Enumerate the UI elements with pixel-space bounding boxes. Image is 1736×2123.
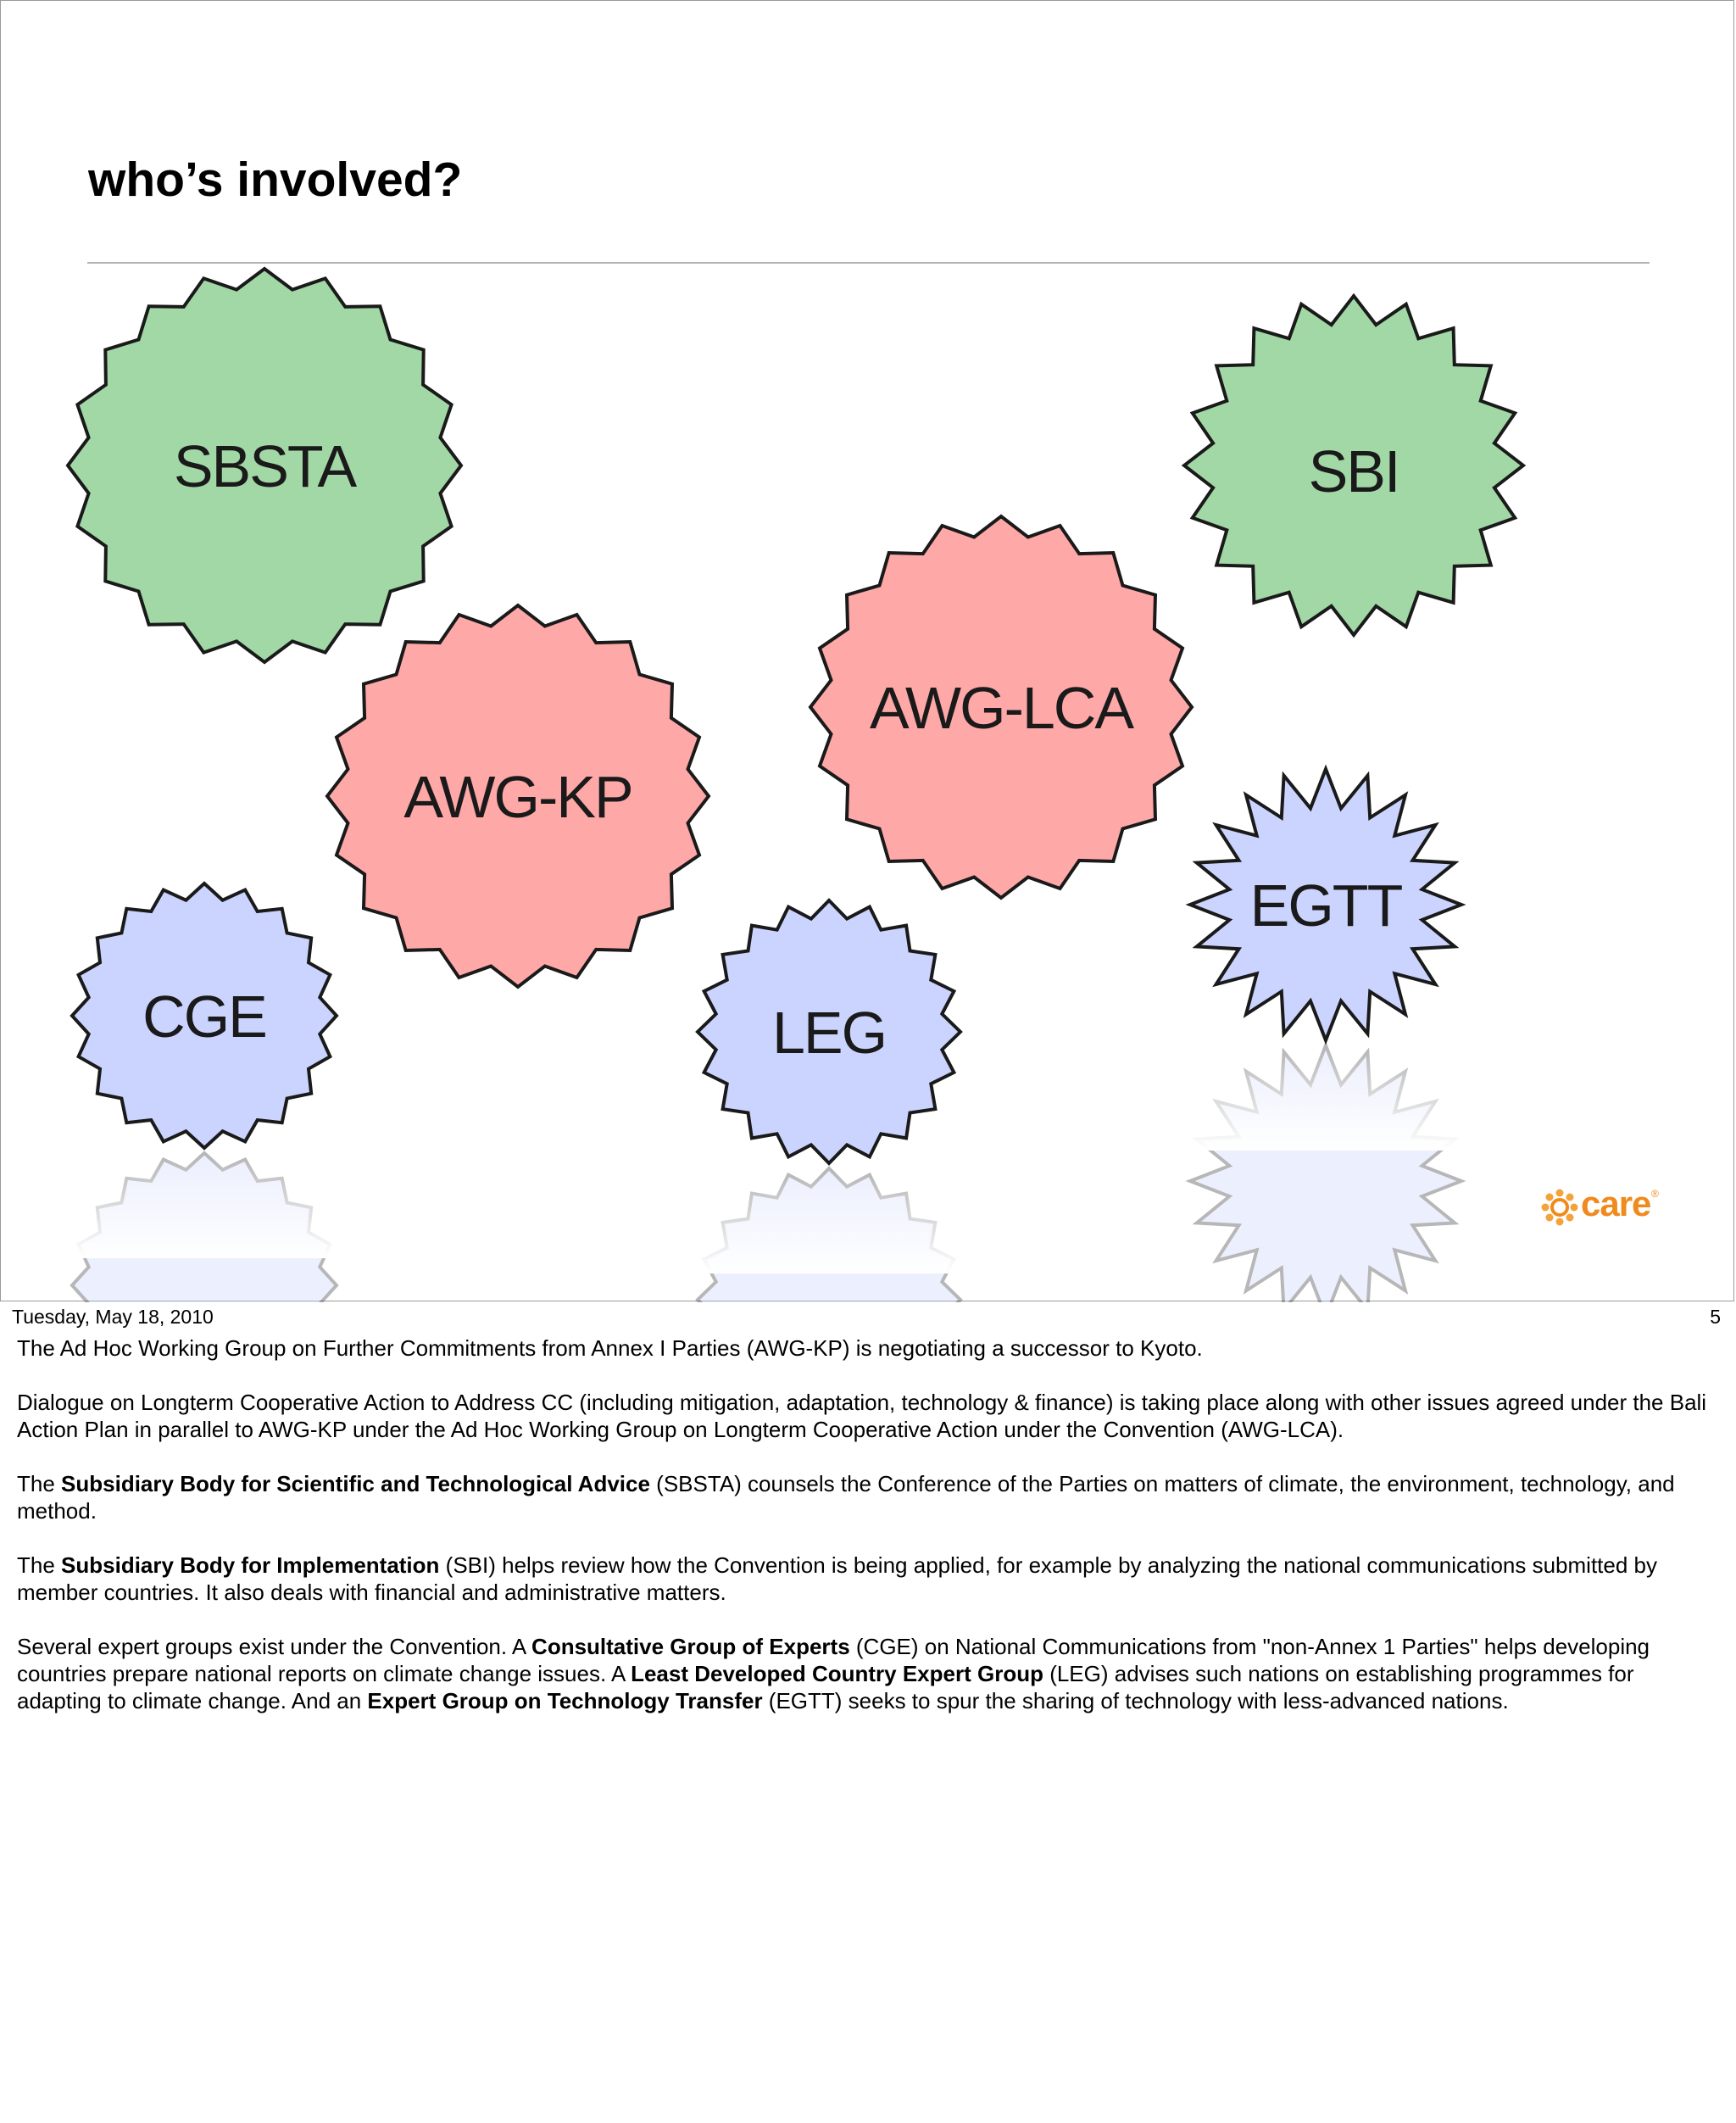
care-logo-icon: [1541, 1189, 1578, 1226]
egtt-label: EGTT: [1250, 872, 1403, 939]
notes-paragraph-awg-kp: The Ad Hoc Working Group on Further Comm…: [17, 1335, 1203, 1361]
sbi-label: SBI: [1309, 438, 1399, 504]
awg-kp-label: AWG-KP: [403, 764, 632, 830]
egtt-full-name: Expert Group on Technology Transfer: [367, 1688, 763, 1713]
title-divider: [87, 262, 1650, 264]
egtt-badge: EGTT: [1185, 764, 1466, 1045]
awg-kp-badge: AWG-KP: [325, 603, 711, 989]
egtt-starburst-shape: [1185, 764, 1466, 1045]
cge-label: CGE: [142, 983, 266, 1050]
notes-paragraph-expert-groups: Several expert groups exist under the Co…: [17, 1634, 1650, 1713]
badge-diagram: SBSTA SBI AWG-KP AWG-LCA CGE LEG EGTT: [64, 266, 1527, 1302]
awg-kp-starburst-shape: [325, 603, 711, 989]
badge-group: SBSTA SBI AWG-KP AWG-LCA CGE LEG EGTT: [65, 266, 1527, 1166]
registered-mark: ®: [1651, 1188, 1659, 1200]
notes-paragraph-sbi: The Subsidiary Body for Implementation (…: [17, 1552, 1658, 1605]
notes-paragraph-sbsta: The Subsidiary Body for Scientific and T…: [17, 1471, 1675, 1524]
notes-paragraph-awg-lca: Dialogue on Longterm Cooperative Action …: [17, 1390, 1707, 1442]
sbi-badge: SBI: [1181, 293, 1527, 638]
sbsta-badge: SBSTA: [65, 266, 464, 665]
awg-lca-badge: AWG-LCA: [808, 514, 1194, 900]
care-logo-text: care: [1581, 1184, 1651, 1223]
leg-label: LEG: [772, 1000, 886, 1066]
page-number: 5: [1710, 1306, 1721, 1328]
leg-full-name: Least Developed Country Expert Group: [631, 1661, 1043, 1686]
cge-reflection-fade: [64, 1156, 345, 1258]
slide-title: who’s involved?: [88, 153, 463, 207]
footer-date: Tuesday, May 18, 2010: [12, 1306, 214, 1328]
speaker-notes: The Ad Hoc Working Group on Further Comm…: [17, 1335, 1719, 1741]
badge-reflections: [64, 1040, 1470, 1302]
sbsta-full-name: Subsidiary Body for Scientific and Techn…: [61, 1471, 650, 1496]
leg-reflection-fade: [689, 1172, 969, 1273]
egtt-reflection-fade: [1182, 1049, 1470, 1151]
sbsta-starburst-shape: [65, 266, 464, 665]
slide: who’s involved? SBSTA SBI AWG-KP AWG-LCA CGE…: [0, 0, 1734, 1302]
cge-full-name: Consultative Group of Experts: [531, 1634, 850, 1659]
awg-lca-label: AWG-LCA: [870, 675, 1134, 741]
sbi-full-name: Subsidiary Body for Implementation: [61, 1552, 440, 1578]
cge-badge: CGE: [70, 881, 339, 1151]
sbsta-label: SBSTA: [174, 433, 358, 499]
leg-starburst-shape: [695, 898, 963, 1166]
leg-badge: LEG: [695, 898, 963, 1166]
awg-lca-starburst-shape: [808, 514, 1194, 900]
cge-starburst-shape: [70, 881, 339, 1151]
sbi-starburst-shape: [1181, 293, 1527, 638]
